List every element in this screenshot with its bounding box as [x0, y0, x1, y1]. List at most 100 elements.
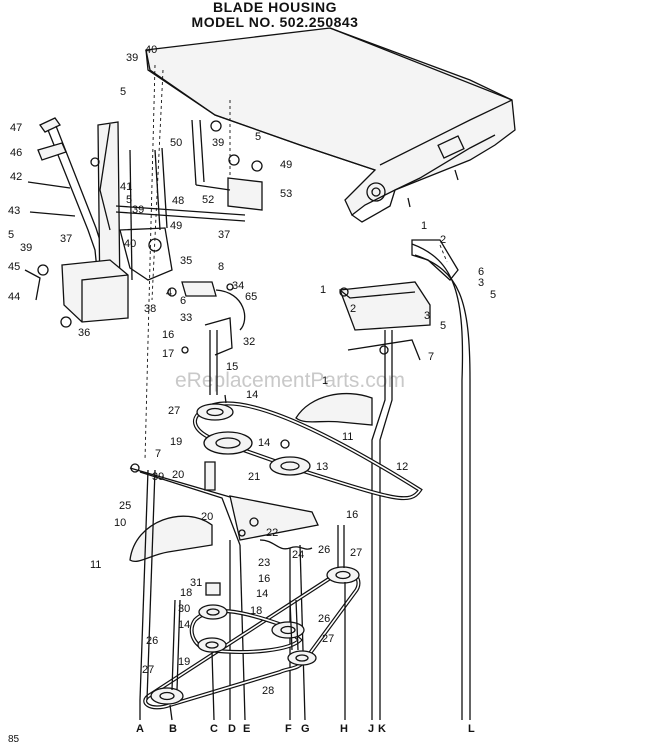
callout-label: 21	[248, 471, 260, 483]
callout-label: 7	[155, 448, 161, 460]
callout-label: 15	[226, 361, 238, 373]
lift-bracket	[191, 119, 263, 211]
reference-lines	[144, 64, 448, 461]
ref-letter: C	[210, 723, 218, 735]
idler-bracket-assembly	[339, 239, 471, 720]
callout-label: 39	[126, 52, 138, 64]
callout-label: 40	[124, 238, 136, 250]
callout-label: 14	[178, 619, 190, 631]
idler-arm-assembly	[129, 461, 319, 721]
callout-label: 7	[428, 351, 434, 363]
callout-label: 16	[162, 329, 174, 341]
ref-letter: F	[285, 723, 292, 735]
lift-lever-assembly	[24, 117, 246, 328]
callout-label: 5	[126, 194, 132, 206]
callout-label: 16	[346, 509, 358, 521]
callout-label: 14	[258, 437, 270, 449]
callout-label: 46	[10, 147, 22, 159]
cable-link-assembly	[167, 281, 246, 395]
callout-label: 5	[490, 289, 496, 301]
callout-label: 33	[180, 312, 192, 324]
callout-label: 27	[168, 405, 180, 417]
callout-label: 53	[280, 188, 292, 200]
callout-label: 37	[60, 233, 72, 245]
callout-label: 19	[170, 436, 182, 448]
callout-label: 17	[162, 348, 174, 360]
callout-label: 45	[8, 261, 20, 273]
callout-label: 1	[320, 284, 326, 296]
callout-label: 23	[258, 557, 270, 569]
callout-label: 8	[218, 261, 224, 273]
watermark: eReplacementParts.com	[175, 369, 405, 392]
callout-label: 39	[20, 242, 32, 254]
callout-label: 20	[201, 511, 213, 523]
callout-label: 34	[232, 280, 244, 292]
title-line-1: BLADE HOUSING	[213, 0, 337, 15]
callout-label: 36	[78, 327, 90, 339]
callout-label: 14	[246, 389, 258, 401]
upper-belt-system	[192, 394, 423, 501]
callout-label: 37	[218, 229, 230, 241]
callout-label: 44	[8, 291, 20, 303]
callout-label: 43	[8, 205, 20, 217]
ref-letter: H	[340, 723, 348, 735]
callout-label: 19	[178, 656, 190, 668]
callout-label: 26	[318, 613, 330, 625]
callout-label: 4	[166, 287, 172, 299]
callout-label: 32	[243, 336, 255, 348]
callout-label: 10	[114, 517, 126, 529]
callout-label: 52	[202, 194, 214, 206]
callout-label: 3	[478, 277, 484, 289]
callout-label: 39	[132, 204, 144, 216]
callout-label: 41	[120, 181, 132, 193]
ref-letter: E	[243, 723, 250, 735]
ref-letter: K	[378, 723, 386, 735]
callout-label: 39	[152, 471, 164, 483]
callout-label: 6	[180, 295, 186, 307]
callout-label: 40	[145, 44, 157, 56]
ref-letter: G	[301, 723, 310, 735]
callout-label: 26	[146, 635, 158, 647]
callout-label: 5	[440, 320, 446, 332]
callout-label: 20	[172, 469, 184, 481]
callout-label: 5	[8, 229, 14, 241]
callout-label: 27	[142, 664, 154, 676]
callout-label: 5	[255, 131, 261, 143]
belt-guard-right	[295, 392, 373, 426]
callout-label: 65	[245, 291, 257, 303]
ref-letter: B	[169, 723, 177, 735]
callout-label: 31	[190, 577, 202, 589]
ref-letter: J	[368, 723, 374, 735]
callout-label: 30	[178, 603, 190, 615]
title-line-2: MODEL NO. 502.250843	[191, 14, 359, 30]
callout-label: 39	[212, 137, 224, 149]
callout-label: 27	[350, 547, 362, 559]
callout-label: 5	[120, 86, 126, 98]
callout-label: 11	[90, 559, 101, 571]
callout-label: 6	[478, 266, 484, 278]
callout-label: 50	[170, 137, 182, 149]
page-number: 85	[8, 734, 20, 745]
callout-label: 2	[440, 234, 446, 246]
callout-label: 1	[322, 375, 328, 387]
callout-label: 48	[172, 195, 184, 207]
diagram-title: BLADE HOUSING MODEL NO. 502.250843	[140, 0, 410, 30]
callout-label: 35	[180, 255, 192, 267]
callout-label: 42	[10, 171, 22, 183]
ref-letter: D	[228, 723, 236, 735]
callout-label: 22	[266, 527, 278, 539]
callout-label: 47	[10, 122, 22, 134]
belt-guard-left	[129, 515, 213, 562]
callout-label: 18	[250, 605, 262, 617]
callout-labels: 39 40 5 47 46 42 43 5 39 45 44 36 41 5 3…	[8, 44, 496, 697]
callout-label: 12	[396, 461, 408, 473]
callout-label: 2	[350, 303, 356, 315]
callout-label: 14	[256, 588, 268, 600]
callout-label: 38	[144, 303, 156, 315]
callout-label: 24	[292, 549, 304, 561]
lower-belt-system	[139, 469, 361, 721]
callout-label: 28	[262, 685, 274, 697]
callout-label: 49	[170, 220, 182, 232]
callout-label: 3	[424, 310, 430, 322]
